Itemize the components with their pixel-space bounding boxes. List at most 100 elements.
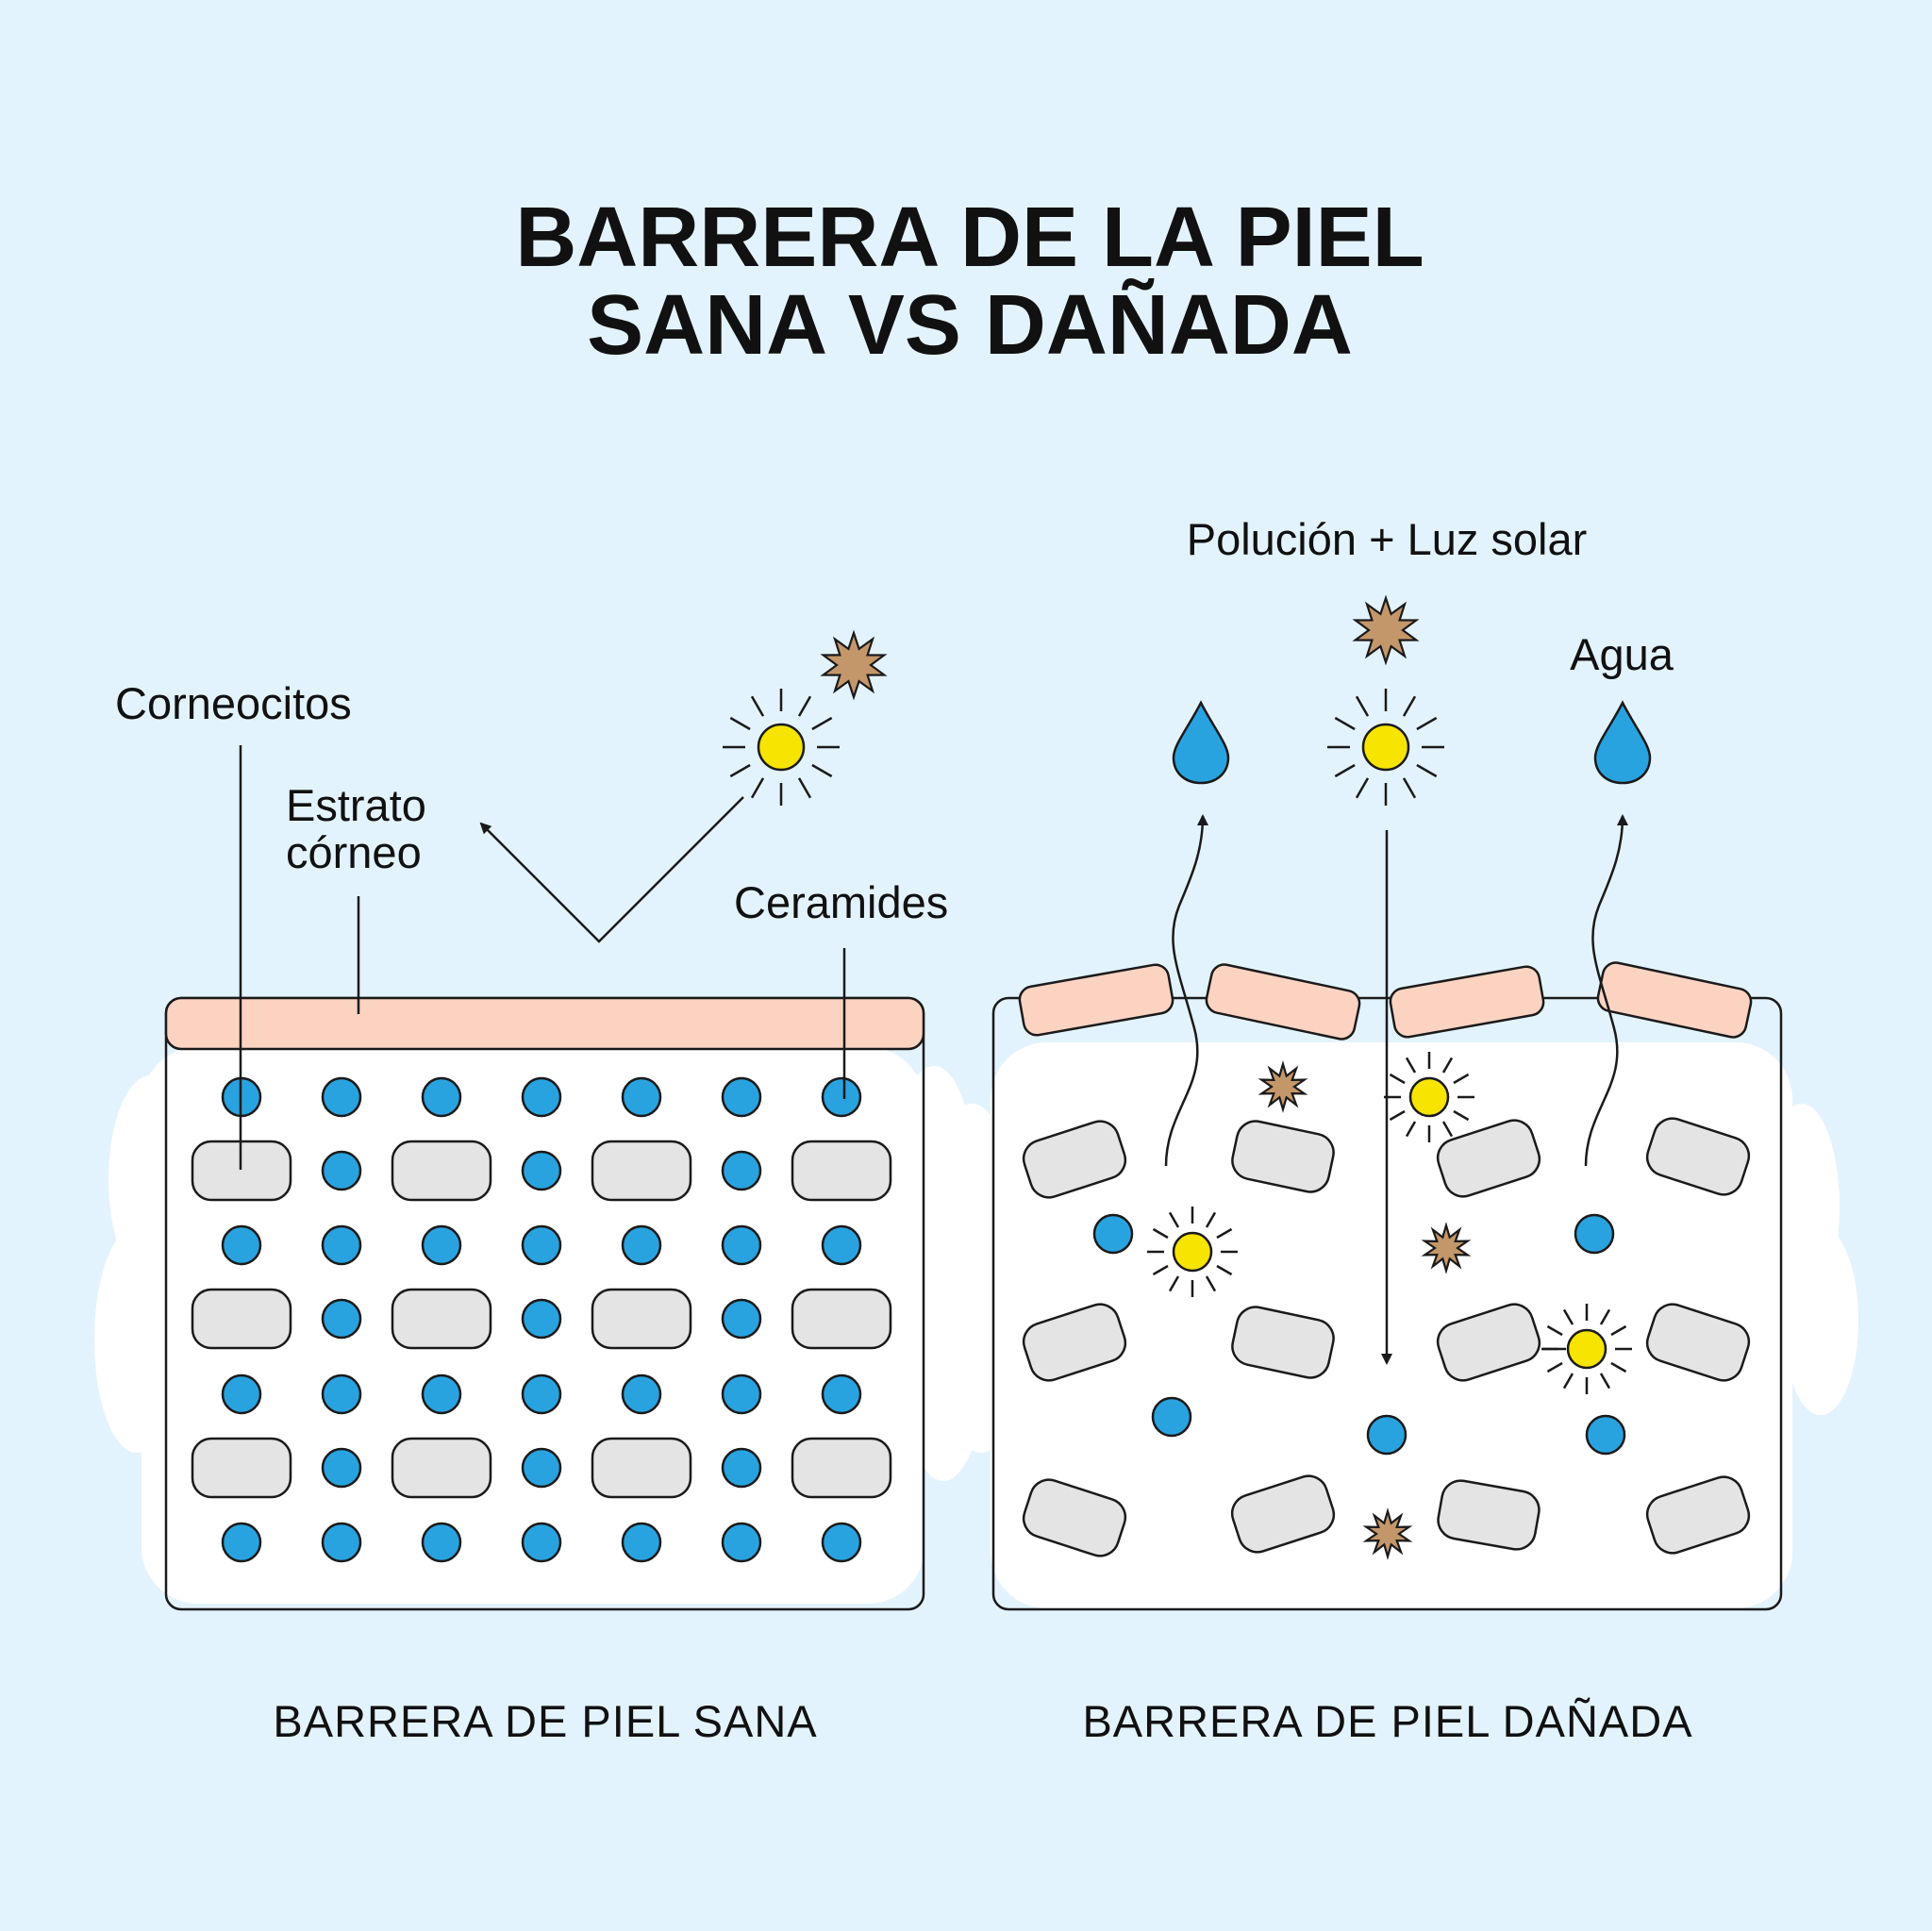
corneocyte-cell: [1022, 1303, 1127, 1382]
corneocyte-cell: [591, 1140, 692, 1202]
ceramide-dot: [521, 1447, 562, 1489]
corneocyte-cell: [1645, 1475, 1751, 1555]
pollution-particle-icon: [1362, 1507, 1413, 1560]
sun-ray: [1610, 1324, 1627, 1337]
water-drop-icon: [1172, 700, 1230, 785]
ceramide-dot: [1151, 1396, 1192, 1438]
damaged-ceramides: [1092, 1213, 1626, 1456]
sun-icon: [723, 689, 840, 806]
healthy-stratum-corneum: [164, 996, 925, 1051]
sun-ray: [1152, 1227, 1169, 1240]
penetrated-particles: [1147, 1052, 1632, 1560]
corneocyte-shape: [1436, 1119, 1541, 1198]
sun-ray: [1441, 1121, 1454, 1138]
ceramide-dot: [221, 1522, 262, 1563]
corneocyte-shape: [1437, 1479, 1541, 1551]
ceramide-dot: [721, 1522, 762, 1563]
sun-ray: [1562, 1373, 1574, 1390]
sun-ray: [1599, 1308, 1611, 1325]
label-stratum-corneum-line-1: Estrato: [286, 780, 426, 830]
healthy-cell-grid: [191, 1076, 892, 1563]
corneocyte-cell: [791, 1437, 892, 1499]
page-title-line-1: BARRERA DE LA PIEL: [515, 191, 1424, 285]
corneocyte-cell: [591, 1288, 692, 1350]
ceramide-dot: [321, 1522, 362, 1563]
ceramide-dot: [1366, 1414, 1407, 1456]
corneocyte-shape: [1022, 1303, 1127, 1382]
ceramide-dot: [521, 1298, 562, 1340]
stratum-tile-shape: [1596, 961, 1753, 1039]
sun-ray: [1546, 1324, 1563, 1337]
pollution-particle-icon: [820, 629, 888, 701]
ceramide-dot: [221, 1224, 262, 1266]
corneocyte-cell: [591, 1437, 692, 1499]
stratum-tile: [1018, 963, 1174, 1037]
sun-ray: [1610, 1361, 1627, 1373]
pollution-particle-icon: [1352, 594, 1420, 666]
corneocyte-cell: [1022, 1478, 1127, 1557]
ceramide-dot: [721, 1150, 762, 1191]
corneocyte-shape: [1230, 1474, 1336, 1554]
corneocyte-shape: [791, 1140, 892, 1202]
damaged-stratum-corneum: [1018, 961, 1753, 1040]
corneocyte-cell: [1645, 1117, 1751, 1196]
ceramide-dot: [521, 1522, 562, 1563]
ceramide-dot: [821, 1224, 862, 1266]
ceramide-dot: [621, 1373, 662, 1415]
ceramide-dot: [721, 1373, 762, 1415]
sun-icon: [1147, 1207, 1238, 1297]
ceramide-dot: [421, 1224, 462, 1266]
label-corneocytes: Corneocitos: [115, 678, 352, 728]
water-escape-arrow-left: [1164, 814, 1208, 1167]
corneocyte-cell: [391, 1437, 492, 1499]
sun-icon: [1327, 689, 1444, 806]
corneocyte-cell: [1436, 1303, 1541, 1382]
label-water: Agua: [1570, 629, 1674, 679]
water-drop-icon: [1593, 700, 1652, 785]
corneocyte-cell: [1436, 1119, 1541, 1198]
corneocyte-shape: [1645, 1303, 1751, 1382]
sun-ray: [1389, 1073, 1406, 1085]
sun-ray: [1334, 716, 1356, 731]
ceramide-dot: [1092, 1213, 1134, 1255]
corneocyte-shape: [791, 1288, 892, 1350]
corneocyte-cell: [791, 1140, 892, 1202]
corneocyte-shape: [391, 1288, 492, 1350]
pollution-particle-icon: [1421, 1222, 1472, 1274]
sun-ray: [1334, 763, 1356, 778]
ceramide-dot: [521, 1224, 562, 1266]
sun-ray: [1402, 695, 1417, 717]
sun-ray: [1402, 777, 1417, 799]
sun-ray: [797, 695, 812, 717]
ceramide-dot: [321, 1224, 362, 1266]
corneocyte-cell: [791, 1288, 892, 1350]
corneocyte-cell: [1231, 1120, 1335, 1193]
sun-ray: [1599, 1373, 1611, 1390]
sun-ray: [1168, 1275, 1180, 1292]
ceramide-dot: [321, 1076, 362, 1118]
sun-core: [1361, 723, 1410, 772]
ceramide-dot: [521, 1150, 562, 1191]
caption-healthy: BARRERA DE PIEL SANA: [273, 1696, 817, 1746]
ceramide-dot: [621, 1076, 662, 1118]
stratum-tile-shape: [1205, 963, 1361, 1040]
stratum-tile: [1596, 961, 1753, 1039]
sun-ray: [1441, 1057, 1454, 1074]
ceramide-dot: [321, 1373, 362, 1415]
sun-core: [1408, 1076, 1450, 1118]
caption-damaged: BARRERA DE PIEL DAÑADA: [1082, 1696, 1692, 1746]
ceramide-dot: [721, 1447, 762, 1489]
corneocyte-shape: [1436, 1303, 1541, 1382]
pollution-particle-icon: [1352, 594, 1420, 666]
stratum-tile-shape: [1018, 963, 1174, 1037]
sun-core: [757, 723, 806, 772]
sun-ray: [811, 763, 833, 778]
damaged-corneocytes: [1022, 1117, 1751, 1557]
stratum-tile: [1389, 965, 1545, 1039]
stratum-tile-shape: [1389, 965, 1545, 1039]
corneocyte-shape: [191, 1437, 292, 1499]
damaged-barrier-panel: Polución + Luz solar Agua BARRERA DE PIE…: [929, 514, 1858, 1746]
sun-ray: [1416, 763, 1438, 778]
sun-ray: [1216, 1227, 1233, 1240]
ceramide-dot: [821, 1522, 862, 1563]
